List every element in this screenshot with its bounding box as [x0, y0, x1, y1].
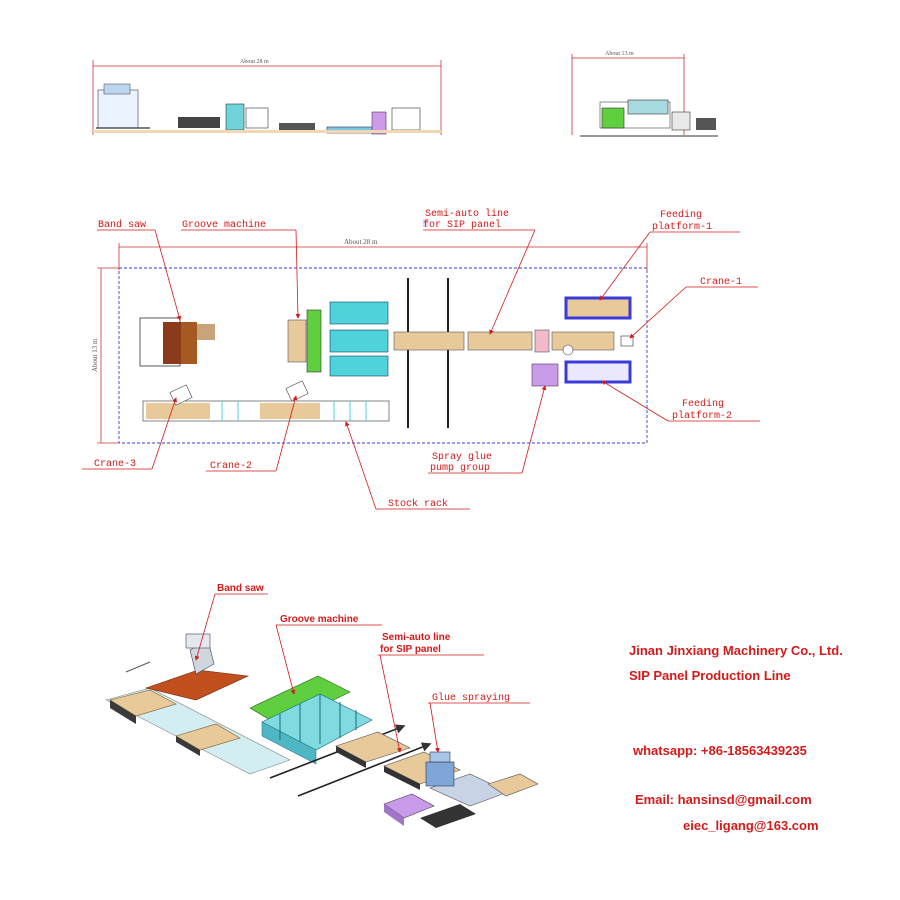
plan-label-crane-2: Crane-2 [210, 461, 252, 472]
plan-label-feeding-platform-1b: platform-1 [652, 221, 712, 233]
spray-glue-pump-plan [531, 363, 559, 387]
whatsapp-contact: whatsapp: +86-18563439235 [633, 743, 807, 758]
side-elevation-left: About 28 m [92, 59, 442, 135]
isometric-view: Band saw Groove machine Semi-auto line f… [105, 583, 539, 828]
plan-label-semi-auto-line-2: for SIP panel [423, 219, 501, 231]
iso-label-groove-machine: Groove machine [280, 614, 359, 625]
semi-auto-line-plan [393, 329, 615, 356]
side-elevation-right: About 13 m [571, 51, 718, 137]
elevation-right-dimension: About 13 m [605, 51, 634, 57]
plan-label-feeding-platform-1a: Feeding [660, 209, 702, 221]
email-contact-2: eiec_ligang@163.com [683, 818, 819, 833]
company-name: Jinan Jinxiang Machinery Co., Ltd. [629, 643, 843, 658]
feeding-platform-1 [564, 296, 632, 320]
iso-label-glue-spraying: Glue spraying [432, 692, 510, 704]
plan-dimension-horizontal: About 28 m [344, 238, 378, 246]
glue-spraying-iso [425, 751, 455, 787]
band-saw-iso [125, 633, 250, 701]
groove-machine-iso [249, 675, 373, 765]
plan-label-groove-machine: Groove machine [182, 219, 266, 231]
plan-label-feeding-platform-2b: platform-2 [672, 410, 732, 422]
plan-label-stock-rack: Stock rack [388, 498, 448, 510]
feeding-platform-2 [564, 360, 632, 384]
elevation-left-dimension: About 28 m [240, 59, 269, 65]
plan-label-feeding-platform-2a: Feeding [682, 398, 724, 410]
groove-machine-plan [287, 301, 389, 377]
plan-label-band-saw: Band saw [98, 219, 146, 231]
plan-dimension-vertical: About 13 m [91, 338, 99, 372]
plan-label-spray-glue-1: Spray glue [432, 451, 492, 463]
plan-view: About 28 m About 13 m [82, 208, 760, 510]
plan-boundary [118, 267, 648, 444]
plan-label-crane-1: Crane-1 [700, 277, 742, 288]
iso-label-semi-auto-line-2: for SIP panel [380, 644, 441, 655]
product-title: SIP Panel Production Line [629, 668, 791, 683]
spray-glue-pump-iso [383, 793, 476, 828]
plan-label-semi-auto-line-1: Semi-auto line [425, 208, 509, 220]
iso-label-semi-auto-line-1: Semi-auto line [382, 632, 451, 643]
stock-rack-plan [142, 400, 390, 422]
band-saw-plan [139, 317, 215, 367]
plan-label-spray-glue-2: pump group [430, 463, 490, 474]
plan-label-crane-3: Crane-3 [94, 459, 136, 470]
email-contact-1: Email: hansinsd@gmail.com [635, 792, 812, 807]
iso-label-band-saw: Band saw [217, 583, 264, 594]
